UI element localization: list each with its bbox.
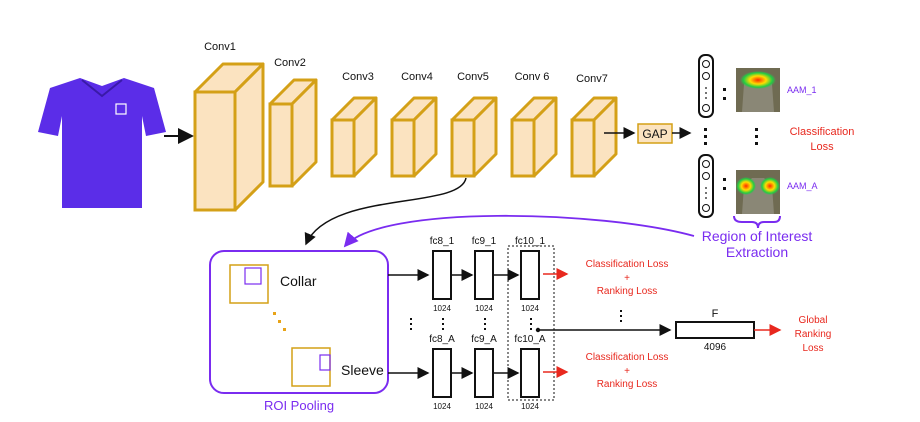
fc-ellipsis-2	[484, 318, 486, 330]
roi-extraction-line2: Extraction	[726, 244, 788, 260]
fc-bottom-2-size: 1024	[521, 402, 539, 411]
global-loss-line1: Global	[799, 315, 828, 326]
conv-block-2	[268, 78, 318, 188]
conv-block-5	[450, 96, 498, 178]
roi-feedback-arrow	[343, 214, 695, 248]
fc-top-0-box	[432, 250, 452, 300]
sleeve-roi	[319, 354, 331, 371]
fc-top-1-label: fc9_1	[472, 236, 497, 247]
conv-label-4: Conv4	[401, 71, 433, 83]
aam-a-label: AAM_A	[787, 181, 818, 191]
conv-label-3: Conv3	[342, 71, 374, 83]
aam-1-label: AAM_1	[787, 85, 817, 95]
classification-loss-line2: Loss	[810, 141, 834, 153]
roi-pooling-box	[209, 250, 389, 394]
roi-pooling-title: ROI Pooling	[264, 398, 334, 413]
concat-ellipsis	[620, 310, 622, 322]
collar-label: Collar	[280, 273, 317, 289]
aam-a-heatmap	[736, 170, 780, 214]
top-loss-line1: Classification Loss	[586, 259, 669, 270]
fc-bottom-0-size: 1024	[433, 402, 451, 411]
sleeve-label: Sleeve	[341, 362, 384, 378]
roi-brace	[733, 215, 781, 229]
conv-label-1: Conv1	[204, 41, 236, 53]
conv5-to-roi-arrow	[304, 177, 467, 246]
fc-layers: fc8_1 1024 fc9_1 1024 fc10_1 1024 fc8_A 1024 fc9…	[410, 236, 546, 411]
bottom-loss-line1: Classification Loss	[586, 352, 669, 363]
fc-top-1-size: 1024	[475, 304, 493, 313]
fc-bottom-2-label: fc10_A	[514, 334, 545, 345]
bottom-loss-plus: +	[624, 366, 630, 377]
fc-top-0-size: 1024	[433, 304, 451, 313]
feature-vector-top	[698, 54, 714, 118]
top-loss-line2: Ranking Loss	[597, 286, 658, 297]
fc-top-2-size: 1024	[521, 304, 539, 313]
classification-loss-line1: Classification	[790, 126, 855, 138]
conv-block-6	[510, 96, 558, 178]
fc-ellipsis-0	[410, 318, 412, 330]
fc-top-2-box	[520, 250, 540, 300]
conv-label-6: Conv 6	[515, 71, 550, 83]
fc-ellipsis-3	[530, 318, 532, 330]
fc-bottom-1-box	[474, 348, 494, 398]
fc-bottom-1-label: fc9_A	[471, 334, 497, 345]
fc-ellipsis-1	[442, 318, 444, 330]
roi-extraction-line1: Region of Interest	[702, 228, 813, 244]
fc-top-2-label: fc10_1	[515, 236, 545, 247]
aam-1-heatmap	[736, 68, 780, 112]
feature-vector-bottom	[698, 154, 714, 218]
fc-top-1-box	[474, 250, 494, 300]
global-loss-line2: Ranking	[795, 329, 832, 340]
conv-label-7: Conv7	[576, 73, 608, 85]
vertical-ellipsis	[704, 88, 758, 190]
conv-block-4	[390, 96, 438, 178]
collar-roi	[244, 267, 262, 285]
global-loss-line3: Loss	[802, 343, 823, 354]
top-loss-plus: +	[624, 273, 630, 284]
conv-block-3	[330, 96, 378, 178]
conv-label-5: Conv5	[457, 71, 489, 83]
feature-f-size: 4096	[704, 342, 727, 353]
bottom-loss-line2: Ranking Loss	[597, 379, 658, 390]
feature-f-label: F	[712, 308, 719, 320]
fc-bottom-2-box	[520, 348, 540, 398]
fc-bottom-0-label: fc8_A	[429, 334, 455, 345]
fc-bottom-1-size: 1024	[475, 402, 493, 411]
conv-label-2: Conv2	[274, 57, 306, 69]
fc-bottom-0-box	[432, 348, 452, 398]
feature-f-box	[675, 321, 755, 339]
conv-block-1	[193, 62, 265, 212]
input-shirt-image	[38, 78, 166, 208]
collar-region	[229, 264, 269, 304]
gap-label: GAP	[642, 127, 667, 141]
conv-block-7	[570, 96, 618, 178]
roi-dots	[273, 312, 286, 331]
fc-top-0-label: fc8_1	[430, 236, 455, 247]
